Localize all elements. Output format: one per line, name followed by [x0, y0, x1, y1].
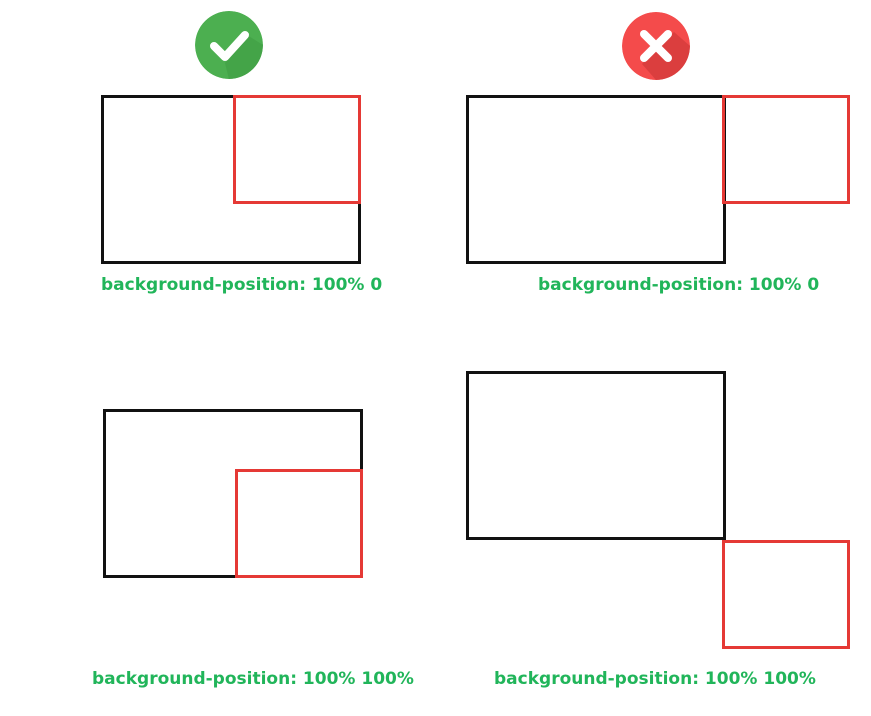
- caption-correct-bottom: background-position: 100% 100%: [92, 669, 414, 689]
- image-box-correct-bottom: [235, 469, 363, 578]
- container-box-wrong-bottom: [466, 371, 726, 540]
- correct-badge: [195, 11, 263, 79]
- caption-wrong-bottom: background-position: 100% 100%: [494, 669, 816, 689]
- caption-correct-top: background-position: 100% 0: [101, 275, 383, 295]
- checkmark-icon: [195, 11, 263, 79]
- caption-wrong-top: background-position: 100% 0: [538, 275, 820, 295]
- image-box-wrong-top: [722, 95, 850, 204]
- close-icon: [622, 12, 690, 80]
- image-box-wrong-bottom: [722, 540, 850, 649]
- container-box-wrong-top: [466, 95, 726, 264]
- image-box-correct-top: [233, 95, 361, 204]
- wrong-badge: [622, 12, 690, 80]
